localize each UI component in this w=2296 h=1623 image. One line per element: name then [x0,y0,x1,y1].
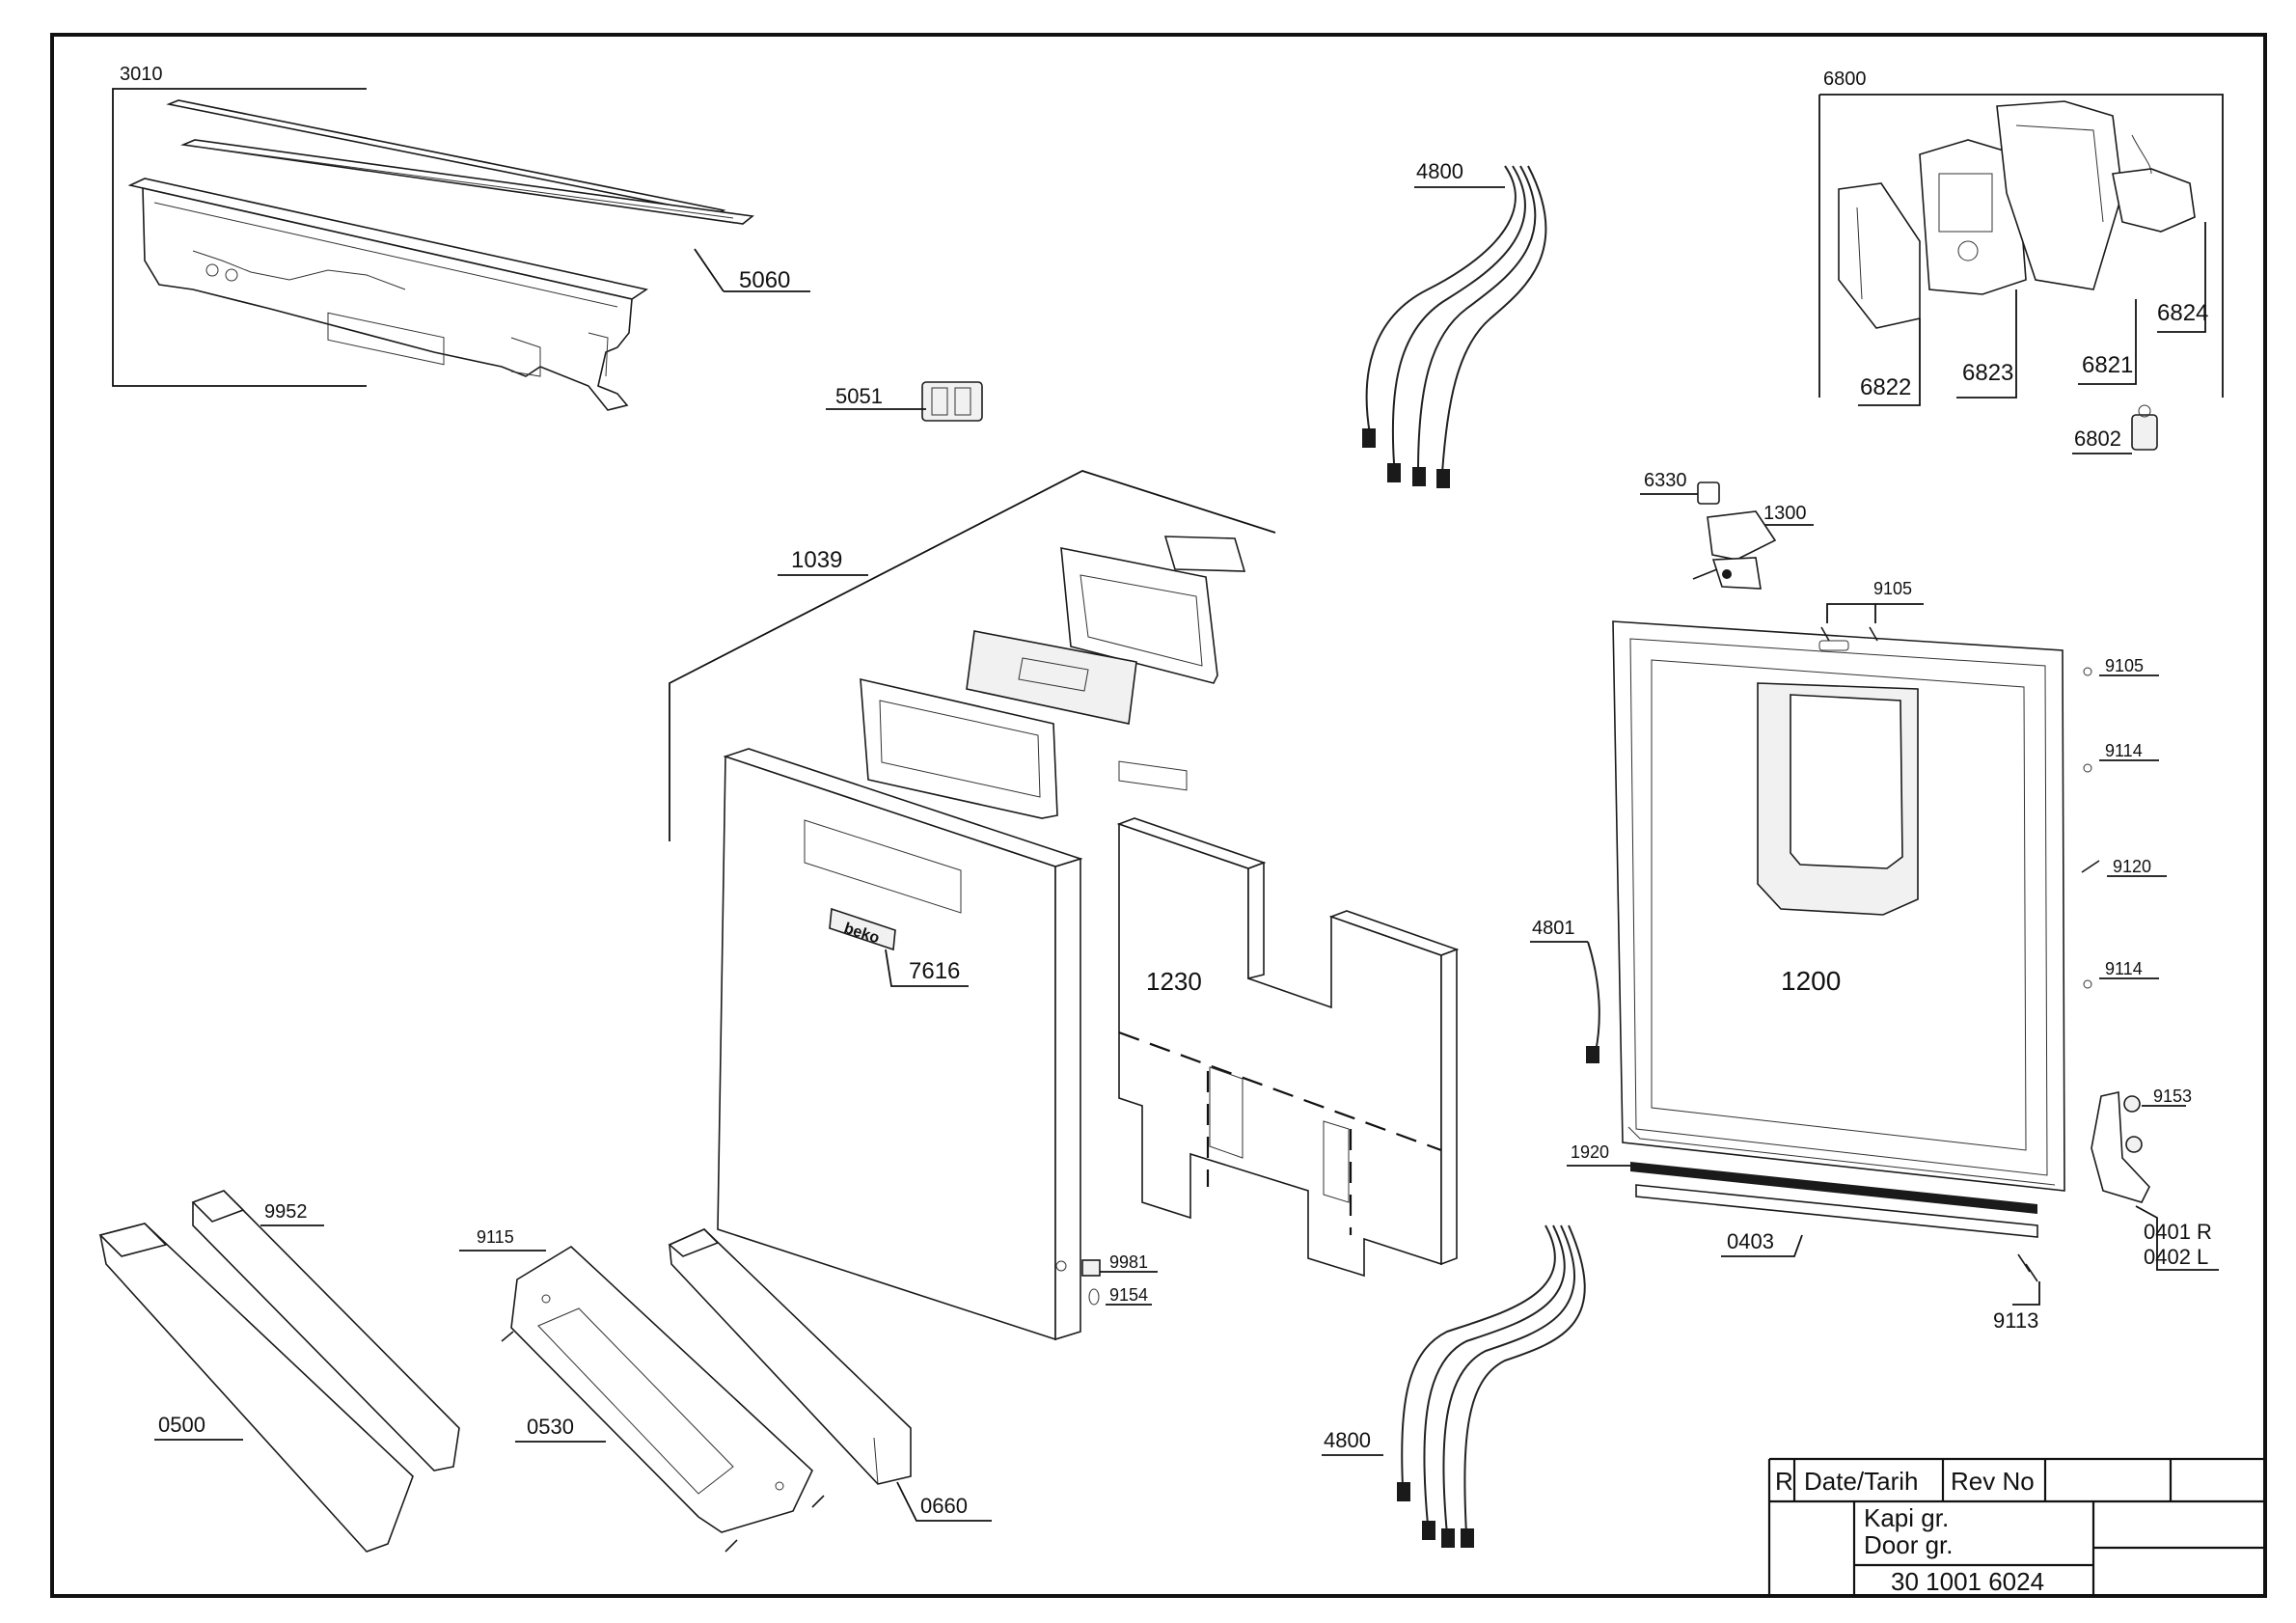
label-6822: 6822 [1860,374,1911,400]
door-outer-panel: beko [717,748,1083,1341]
bracket-0530 [459,1246,825,1553]
label-5060: 5060 [739,267,790,293]
label-0402l: 0402 L [2144,1245,2208,1269]
wire-harness-4800-bottom [1322,1224,1586,1548]
kick-plate-0660 [668,1228,992,1522]
inner-door-1200 [1612,620,2065,1192]
screw-set [1820,603,2167,989]
label-9153: 9153 [2153,1087,2192,1106]
title-name-en: Door gr. [1864,1530,1954,1559]
title-doc-number: 30 1001 6024 [1891,1567,2044,1596]
label-9114-a: 9114 [2105,741,2143,760]
label-1920: 1920 [1571,1142,1609,1162]
title-date-header: Date/Tarih [1804,1467,1919,1496]
label-9952: 9952 [264,1201,308,1223]
dispenser-group [1818,94,2224,454]
hinge-assembly [2091,1091,2219,1271]
label-1230: 1230 [1146,967,1202,996]
label-1300: 1300 [1763,503,1807,524]
label-6800: 6800 [1823,69,1867,90]
label-4800-bottom: 4800 [1324,1428,1371,1452]
title-block [1767,1457,2265,1596]
label-9105-top: 9105 [1873,579,1912,598]
label-9114-b: 9114 [2105,959,2143,978]
title-rev-header: Rev No [1951,1467,2035,1496]
label-6823: 6823 [1962,360,2013,386]
label-9120: 9120 [2113,857,2151,876]
decor-panel-group [669,470,1276,841]
label-6821: 6821 [2082,352,2133,378]
label-6802: 6802 [2074,426,2121,451]
label-0530: 0530 [527,1415,574,1439]
label-6824: 6824 [2157,300,2208,326]
cable-4801 [1530,941,1600,1063]
control-panel-group [112,88,810,411]
title-r: R [1775,1467,1793,1496]
label-4801: 4801 [1532,918,1575,939]
label-0500: 0500 [158,1413,205,1437]
label-0403: 0403 [1727,1229,1774,1253]
label-9154: 9154 [1109,1285,1148,1305]
switch-5051 [826,381,983,422]
label-3010: 3010 [120,64,163,85]
wire-harness-4800-top [1362,165,1547,488]
insulation-1230 [1116,817,1460,1278]
label-5051: 5051 [835,384,883,408]
label-9105-side: 9105 [2105,656,2144,675]
label-1200: 1200 [1781,966,1841,996]
label-1039: 1039 [791,547,842,573]
drawing-frame [50,33,2267,1598]
label-7616: 7616 [909,958,960,984]
kick-plate-0500 [98,1223,414,1553]
bottom-seal-parts [1567,1162,2040,1306]
label-9113: 9113 [1993,1308,2038,1333]
label-4800-top: 4800 [1416,159,1463,183]
label-6330: 6330 [1644,470,1687,491]
door-lock-assembly [1640,481,1814,590]
title-name-tr: Kapi gr. [1864,1503,1949,1532]
label-9115: 9115 [477,1227,514,1247]
label-9981: 9981 [1109,1252,1148,1272]
label-0660: 0660 [920,1494,968,1518]
kick-plate-9952 [191,1190,460,1472]
label-0401r: 0401 R [2144,1220,2212,1244]
